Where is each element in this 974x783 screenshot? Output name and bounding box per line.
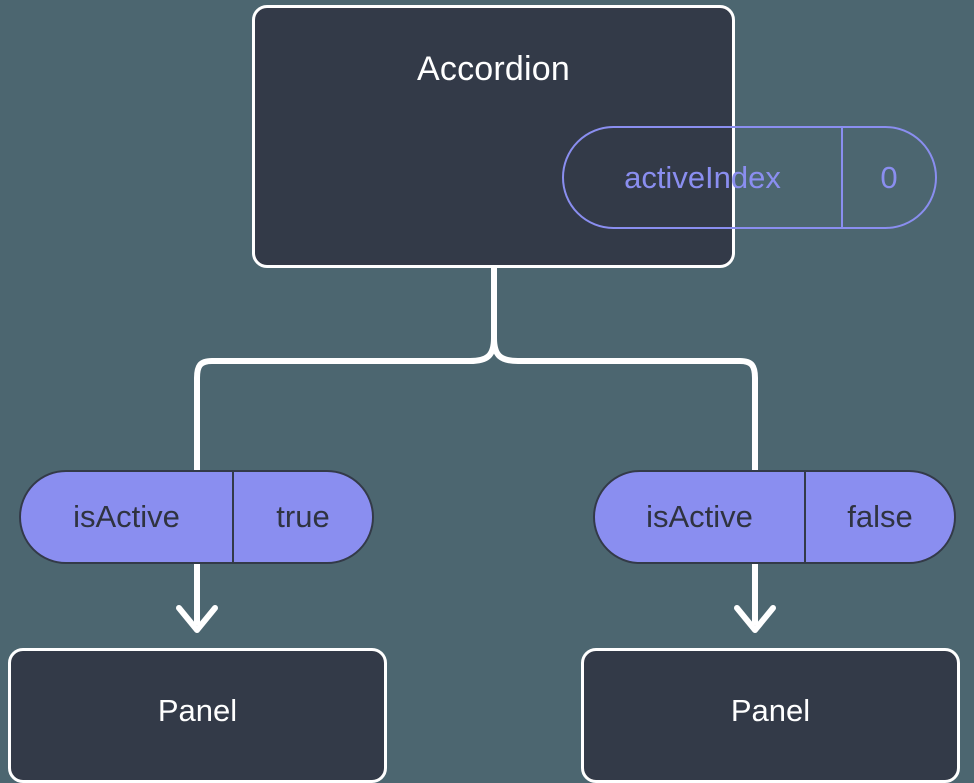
node-panel-left[interactable]: Panel: [8, 648, 387, 783]
prop-pill-active-index[interactable]: activeIndex 0: [562, 126, 937, 229]
node-accordion[interactable]: Accordion activeIndex 0: [252, 5, 937, 268]
connector-arrow-right-head: [734, 605, 776, 633]
prop-key-active-index: activeIndex: [564, 128, 843, 227]
prop-pill-is-active-false[interactable]: isActive false: [593, 470, 956, 564]
prop-value-is-active-left: true: [276, 499, 330, 534]
prop-pill-is-active-true[interactable]: isActive true: [19, 470, 374, 564]
node-panel-right[interactable]: Panel: [581, 648, 960, 783]
prop-key-is-active-left: isActive: [21, 472, 234, 562]
prop-key-is-active-right: isActive: [595, 472, 806, 562]
prop-value-is-active-right: false: [847, 499, 913, 534]
accordion-title: Accordion: [417, 50, 570, 88]
panel-right-title: Panel: [730, 693, 811, 728]
connector-arrow-left-head: [176, 605, 218, 633]
connector-branch-left: [194, 335, 497, 473]
panel-left-title: Panel: [157, 693, 238, 728]
connector-branch-right: [491, 335, 758, 473]
prop-value-active-index: 0: [880, 159, 898, 195]
